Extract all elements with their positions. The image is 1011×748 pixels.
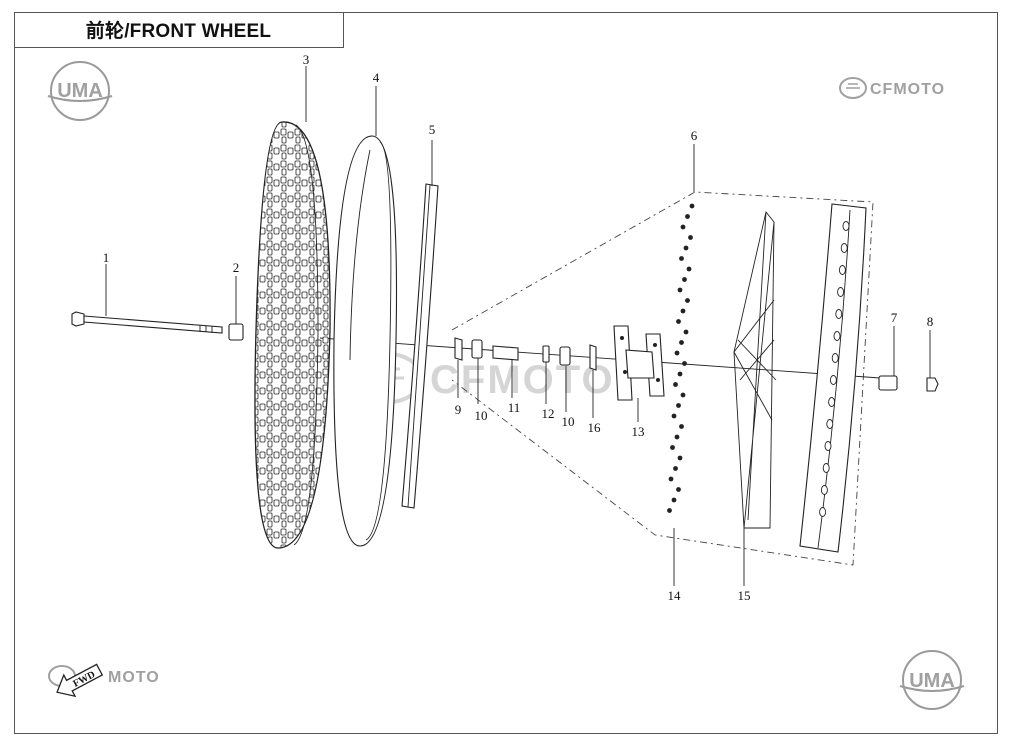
callout-labels: 1 2 3 4 5 6 7 8 9 10 11 12 10 16 13 14 1… (103, 52, 934, 603)
spoke-nipple-icon (671, 497, 677, 503)
callout-15: 15 (738, 588, 751, 603)
spoke-nipple-icon (682, 361, 687, 366)
spoke-nipple-icon (673, 382, 678, 387)
callout-13: 13 (632, 424, 645, 439)
part-axle (71, 311, 223, 334)
spoke-nipple-icon (668, 476, 674, 482)
callout-12: 12 (542, 406, 555, 421)
callout-2: 2 (233, 260, 240, 275)
drawing-frame (14, 12, 998, 734)
callout-7: 7 (891, 310, 898, 325)
callout-9: 9 (455, 402, 462, 417)
part-hub-seals (454, 337, 597, 371)
spoke-nipple-icon (688, 235, 693, 240)
rim-hole-icon (829, 375, 837, 385)
part-axle-nut (926, 377, 939, 392)
callout-5: 5 (429, 122, 436, 137)
spoke-nipple-icon (671, 413, 677, 419)
uma-logo-text: UMA (909, 670, 955, 692)
watermark-text: CFMOTO (430, 358, 615, 402)
spoke-nipple-icon (670, 445, 675, 450)
part-spoke-nipples (667, 203, 695, 513)
spoke-nipple-icon (679, 340, 684, 345)
callout-14: 14 (668, 588, 682, 603)
part-inner-tube (333, 135, 398, 547)
callout-1: 1 (103, 250, 110, 265)
spoke-nipple-icon (683, 245, 689, 251)
rim-hole-icon (828, 397, 836, 407)
spoke-nipple-icon (679, 256, 684, 261)
rim-hole-icon (820, 485, 828, 495)
spoke-nipple-icon (686, 266, 692, 272)
rim-hole-icon (826, 419, 834, 429)
cfmoto-logo-text: CFMOTO (870, 81, 945, 98)
uma-logo-icon: UMA (899, 650, 965, 710)
part-spokes (733, 210, 777, 529)
part-spacer-right (878, 375, 898, 391)
spoke-nipple-icon (683, 329, 689, 335)
spoke-nipple-icon (685, 298, 690, 303)
rim-hole-icon (819, 507, 827, 517)
axis-line (319, 337, 881, 379)
rim-hole-icon (837, 287, 845, 297)
rim-hole-icon (838, 265, 846, 275)
rim-hole-icon (833, 331, 841, 341)
callout-8: 8 (927, 314, 934, 329)
fwd-arrow-icon: FWD (56, 663, 104, 698)
rim-hole-icon (840, 243, 848, 253)
callout-6: 6 (691, 128, 698, 143)
rim-hole-icon (842, 221, 850, 231)
part-tire (254, 121, 331, 549)
spoke-nipple-icon (679, 424, 684, 429)
spoke-nipple-icon (667, 508, 672, 513)
spoke-nipple-icon (685, 214, 690, 219)
part-rim-band (401, 183, 439, 509)
fwd-label: FWD (71, 669, 97, 690)
callout-4: 4 (373, 70, 380, 85)
uma-logo-icon: UMA (47, 61, 113, 121)
spoke-nipple-icon (676, 403, 681, 408)
callout-10a: 10 (475, 408, 488, 423)
spoke-nipple-icon (674, 434, 680, 440)
callout-16: 16 (588, 420, 602, 435)
spoke-nipple-icon (676, 487, 681, 492)
spoke-nipple-icon (677, 287, 683, 293)
cfmoto-logo-text: MOTO (108, 669, 160, 686)
rim-hole-icon (831, 353, 839, 363)
spoke-nipple-icon (674, 350, 680, 356)
spoke-nipple-icon (680, 224, 686, 230)
assembly-boundary (451, 191, 874, 566)
part-hub (613, 325, 665, 401)
spoke-nipple-icon (677, 371, 683, 377)
title-box: 前轮/FRONT WHEEL (14, 12, 344, 48)
cfmoto-logo-icon: CFMOTO (839, 77, 945, 99)
callout-10b: 10 (562, 414, 575, 429)
spoke-nipple-icon (680, 308, 686, 314)
uma-logo-text: UMA (57, 80, 103, 102)
spoke-nipple-icon (689, 203, 695, 209)
callout-11: 11 (508, 400, 521, 415)
rim-hole-icon (824, 441, 832, 451)
part-spacer (228, 323, 244, 341)
page-title: 前轮/FRONT WHEEL (85, 21, 272, 42)
spoke-nipple-icon (677, 455, 683, 461)
rim-hole-icon (822, 463, 830, 473)
spoke-nipple-icon (676, 319, 681, 324)
leader-lines (105, 66, 931, 586)
part-rim (799, 203, 867, 553)
callout-3: 3 (303, 52, 310, 67)
spoke-nipple-icon (673, 466, 678, 471)
spoke-nipple-icon (682, 277, 687, 282)
spoke-nipple-icon (680, 392, 686, 398)
rim-hole-icon (835, 309, 843, 319)
